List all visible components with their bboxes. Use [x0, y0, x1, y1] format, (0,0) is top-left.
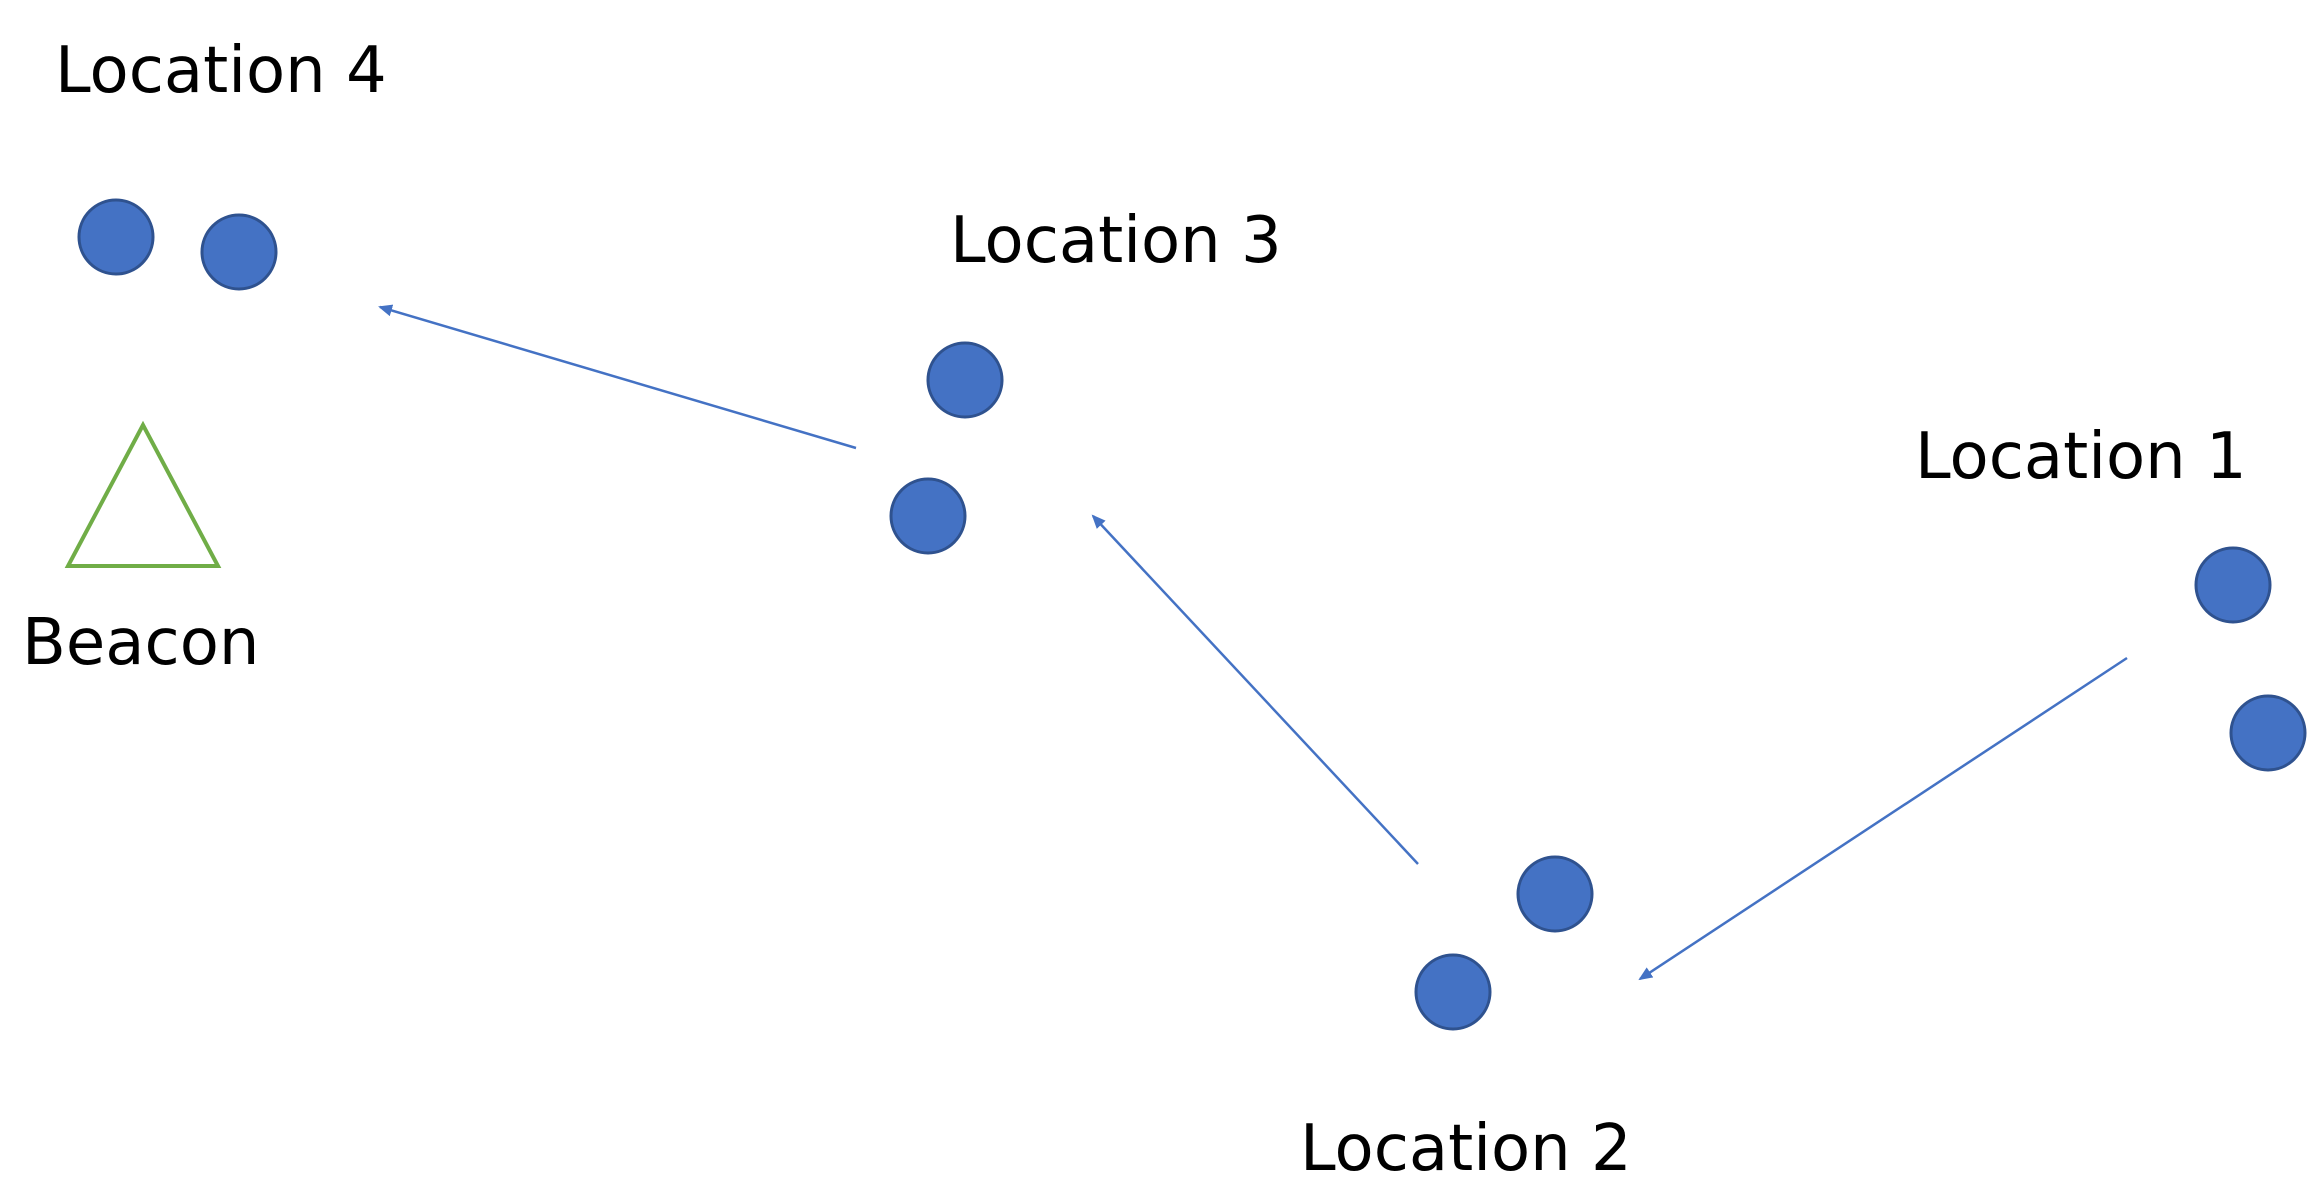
location-4-label: Location 4	[55, 34, 387, 108]
location-4-dot-a	[77, 198, 155, 276]
arrow-location-1-to-2	[1638, 656, 2128, 981]
location-1-dot-b	[2229, 694, 2307, 772]
location-1-dot-a	[2194, 546, 2272, 624]
location-2-dot-a	[1516, 855, 1594, 933]
location-2-dot-b	[1414, 953, 1492, 1031]
beacon-label: Beacon	[22, 606, 259, 680]
location-1-label: Location 1	[1915, 420, 2247, 494]
arrow-location-3-to-4	[378, 304, 857, 450]
location-3-dot-b	[889, 477, 967, 555]
beacon-triangle-icon	[64, 420, 222, 568]
location-4-dot-b	[200, 213, 278, 291]
location-3-dot-a	[926, 341, 1004, 419]
arrow-location-2-to-3	[1091, 514, 1419, 865]
location-3-label: Location 3	[950, 204, 1282, 278]
location-2-label: Location 2	[1300, 1112, 1632, 1186]
